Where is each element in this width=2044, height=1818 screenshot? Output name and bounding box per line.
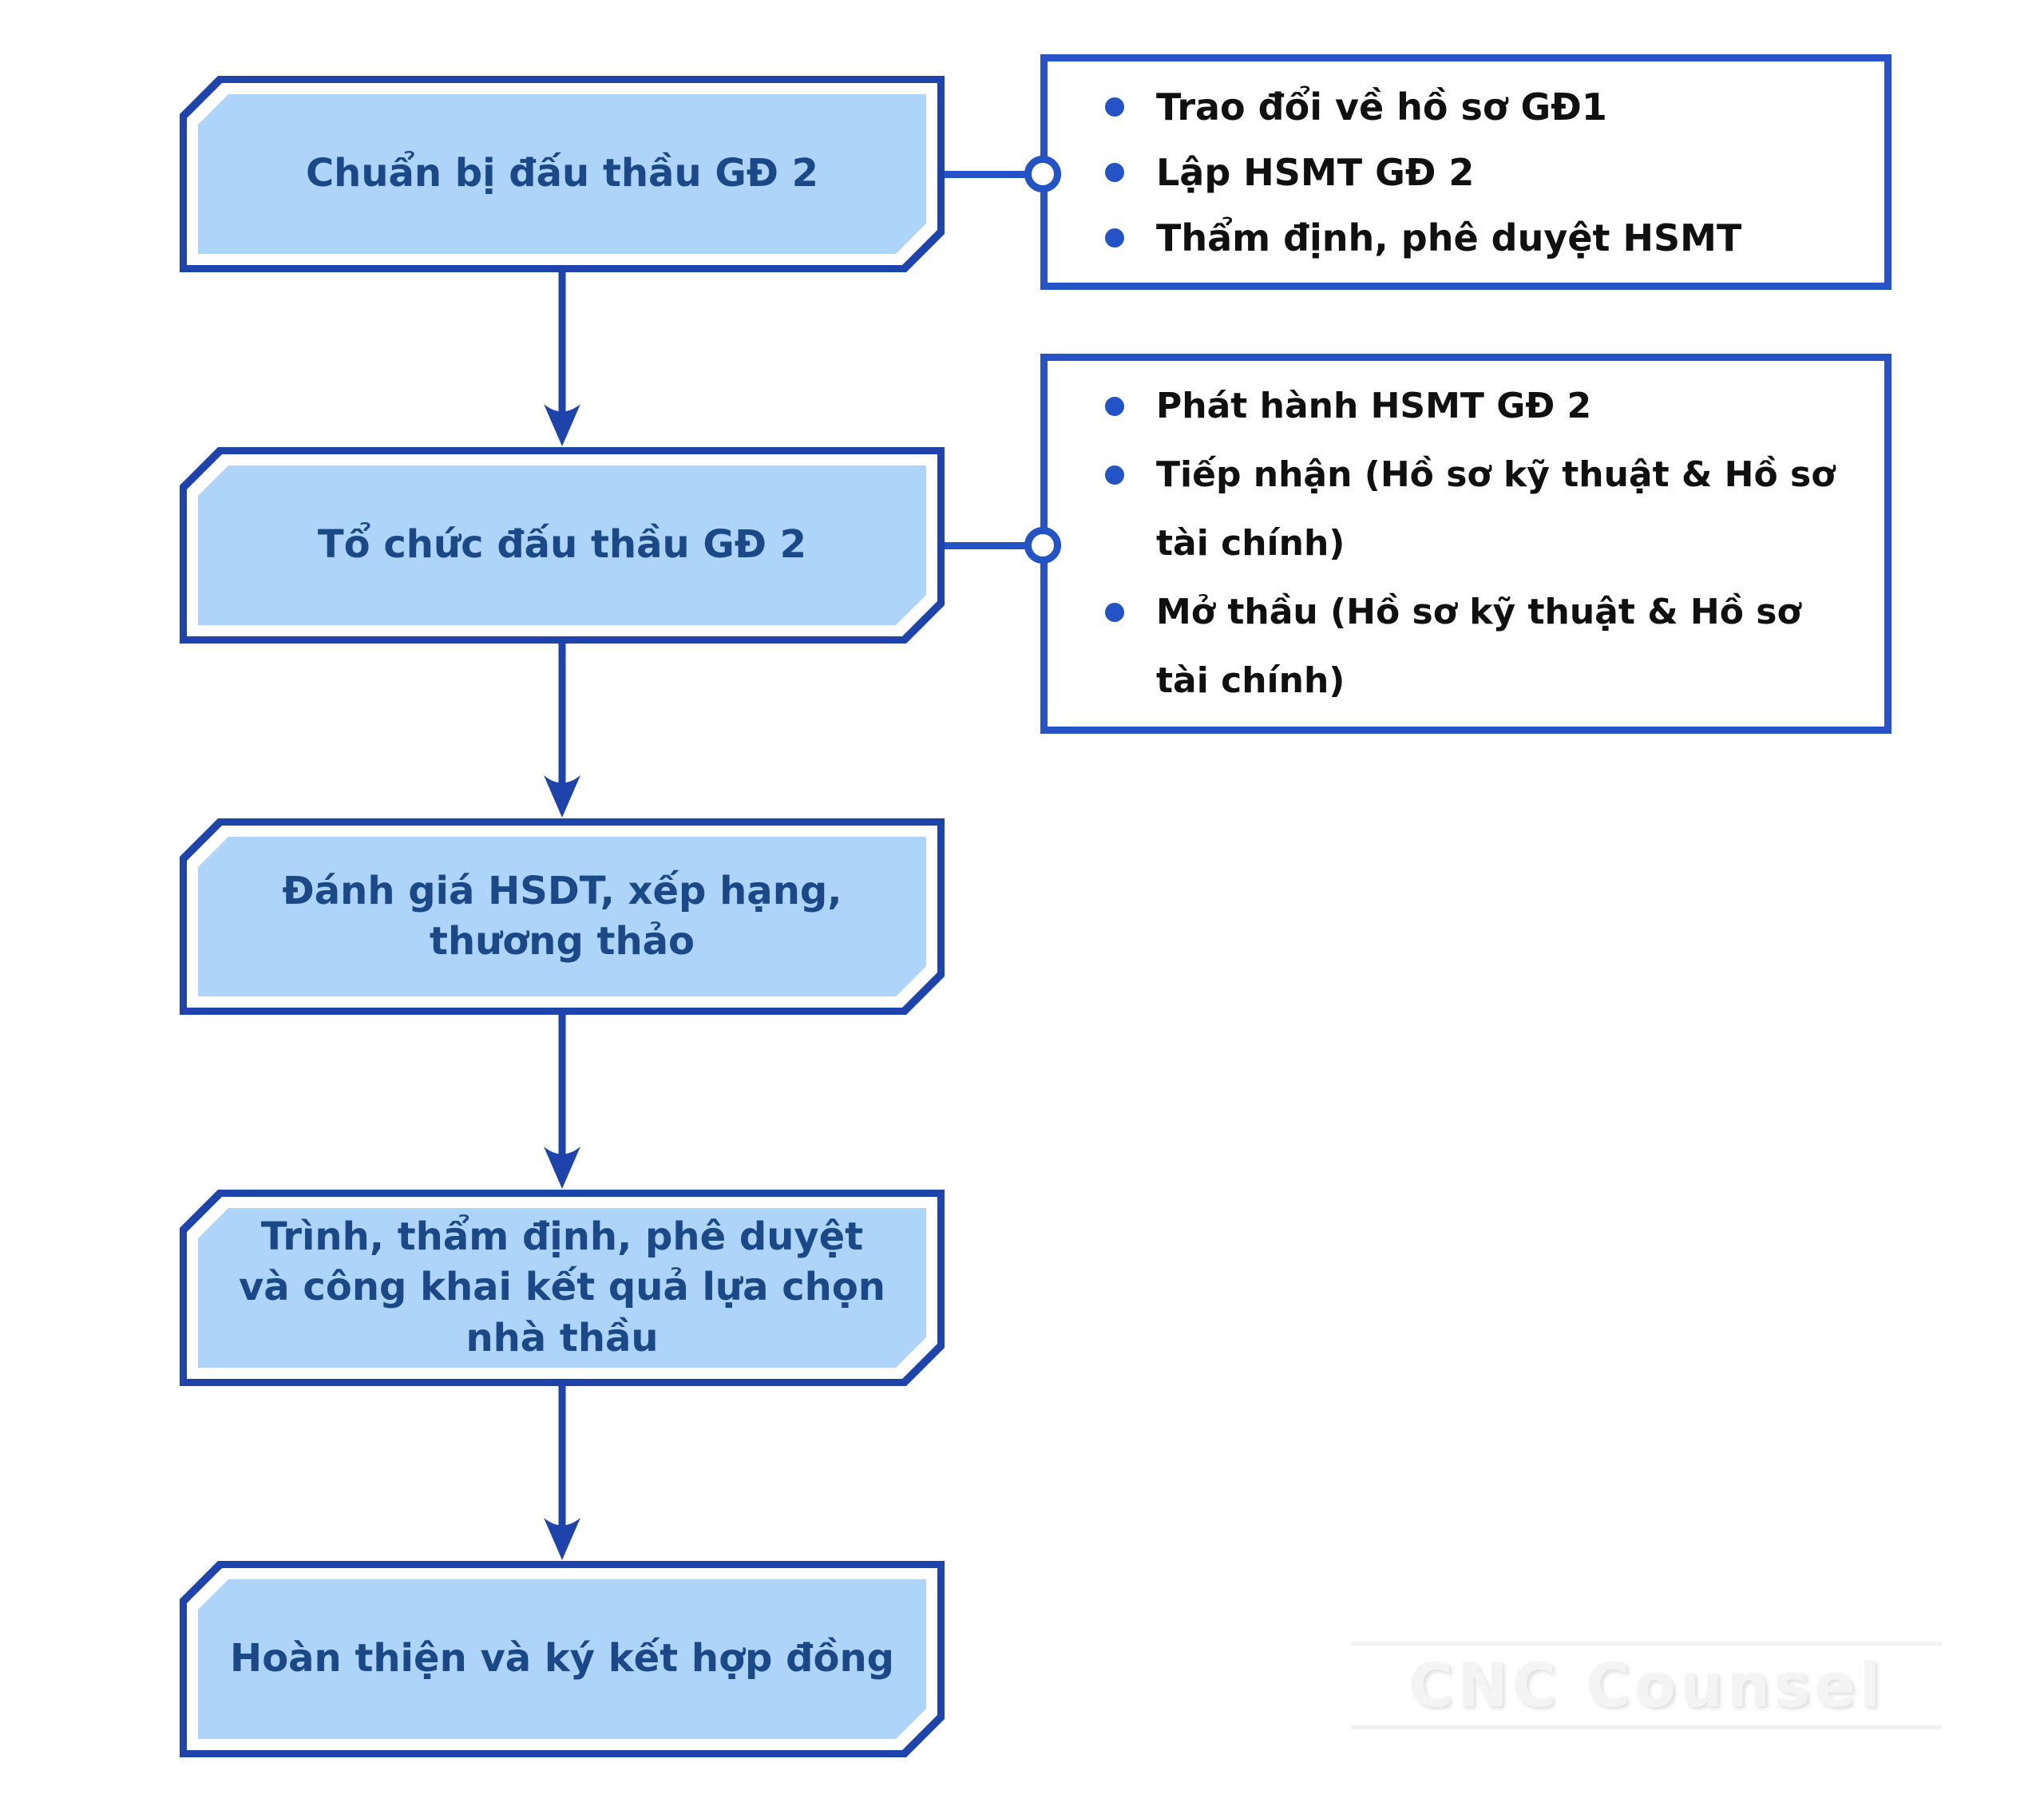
watermark-logo: CNC Counsel [1351,1642,1942,1729]
node-label: Đánh giá HSDT, xếp hạng, thương thảo [282,868,842,964]
node-label: Chuẩn bị đấu thầu GĐ 2 [305,151,819,196]
node-fill-shape [198,1208,926,1368]
node-fill-shape [198,94,926,254]
callout-item: Thẩm định, phê duyệt HSMT [1105,205,1849,271]
callout-box-2: Phát hành HSMT GĐ 2 Tiếp nhận (Hồ sơ kỹ … [1040,354,1891,734]
callout-item-text: Mở thầu (Hồ sơ kỹ thuật & Hồ sơ tài chín… [1156,592,1801,701]
callout-connector-line-2 [945,542,1034,549]
bullet-dot-icon [1105,603,1124,622]
flow-node-hoan-thien-ky-ket: Hoàn thiện và ký kết hợp đồng [180,1561,945,1757]
callout-connector-ring-2 [1024,527,1061,564]
flow-node-trinh-tham-dinh-phe-duyet: Trình, thẩm định, phê duyệt và công khai… [180,1190,945,1386]
node-label: Tổ chức đấu thầu GĐ 2 [317,522,807,568]
callout-item-text: Trao đổi về hồ sơ GĐ1 [1156,85,1607,129]
callout-item-text: Lập HSMT GĐ 2 [1156,150,1475,194]
flow-node-to-chuc-dau-thau: Tổ chức đấu thầu GĐ 2 [180,447,945,644]
callout-connector-ring-1 [1024,156,1061,192]
callout-item: Phát hành HSMT GĐ 2 [1105,372,1849,441]
callout-item-text: Tiếp nhận (Hồ sơ kỹ thuật & Hồ sơ tài ch… [1156,454,1836,564]
bullet-dot-icon [1105,228,1124,248]
down-arrow-icon-3 [537,1015,588,1190]
callout-item: Trao đổi về hồ sơ GĐ1 [1105,74,1849,140]
node-fill-shape [198,837,926,996]
callout-item: Mở thầu (Hồ sơ kỹ thuật & Hồ sơ tài chín… [1105,578,1849,715]
callout-item-text: Phát hành HSMT GĐ 2 [1156,386,1592,426]
bullet-dot-icon [1105,465,1124,485]
callout-item: Lập HSMT GĐ 2 [1105,140,1849,205]
callout-box-1: Trao đổi về hồ sơ GĐ1 Lập HSMT GĐ 2 Thẩm… [1040,54,1891,290]
down-arrow-icon-4 [537,1386,588,1561]
callout-item-text: Thẩm định, phê duyệt HSMT [1156,216,1742,259]
node-fill-shape [198,465,926,625]
down-arrow-icon-2 [537,644,588,818]
flow-node-chuan-bi-dau-thau: Chuẩn bị đấu thầu GĐ 2 [180,76,945,272]
down-arrow-icon-1 [537,272,588,447]
callout-connector-line-1 [945,171,1034,178]
callout-item: Tiếp nhận (Hồ sơ kỹ thuật & Hồ sơ tài ch… [1105,441,1849,578]
bullet-dot-icon [1105,162,1124,182]
node-label: Trình, thẩm định, phê duyệt và công khai… [239,1214,885,1361]
node-fill-shape [198,1579,926,1739]
bullet-dot-icon [1105,97,1124,117]
bullet-dot-icon [1105,397,1124,416]
node-label: Hoàn thiện và ký kết hợp đồng [230,1636,894,1681]
flow-node-danh-gia-hsdt: Đánh giá HSDT, xếp hạng, thương thảo [180,818,945,1015]
